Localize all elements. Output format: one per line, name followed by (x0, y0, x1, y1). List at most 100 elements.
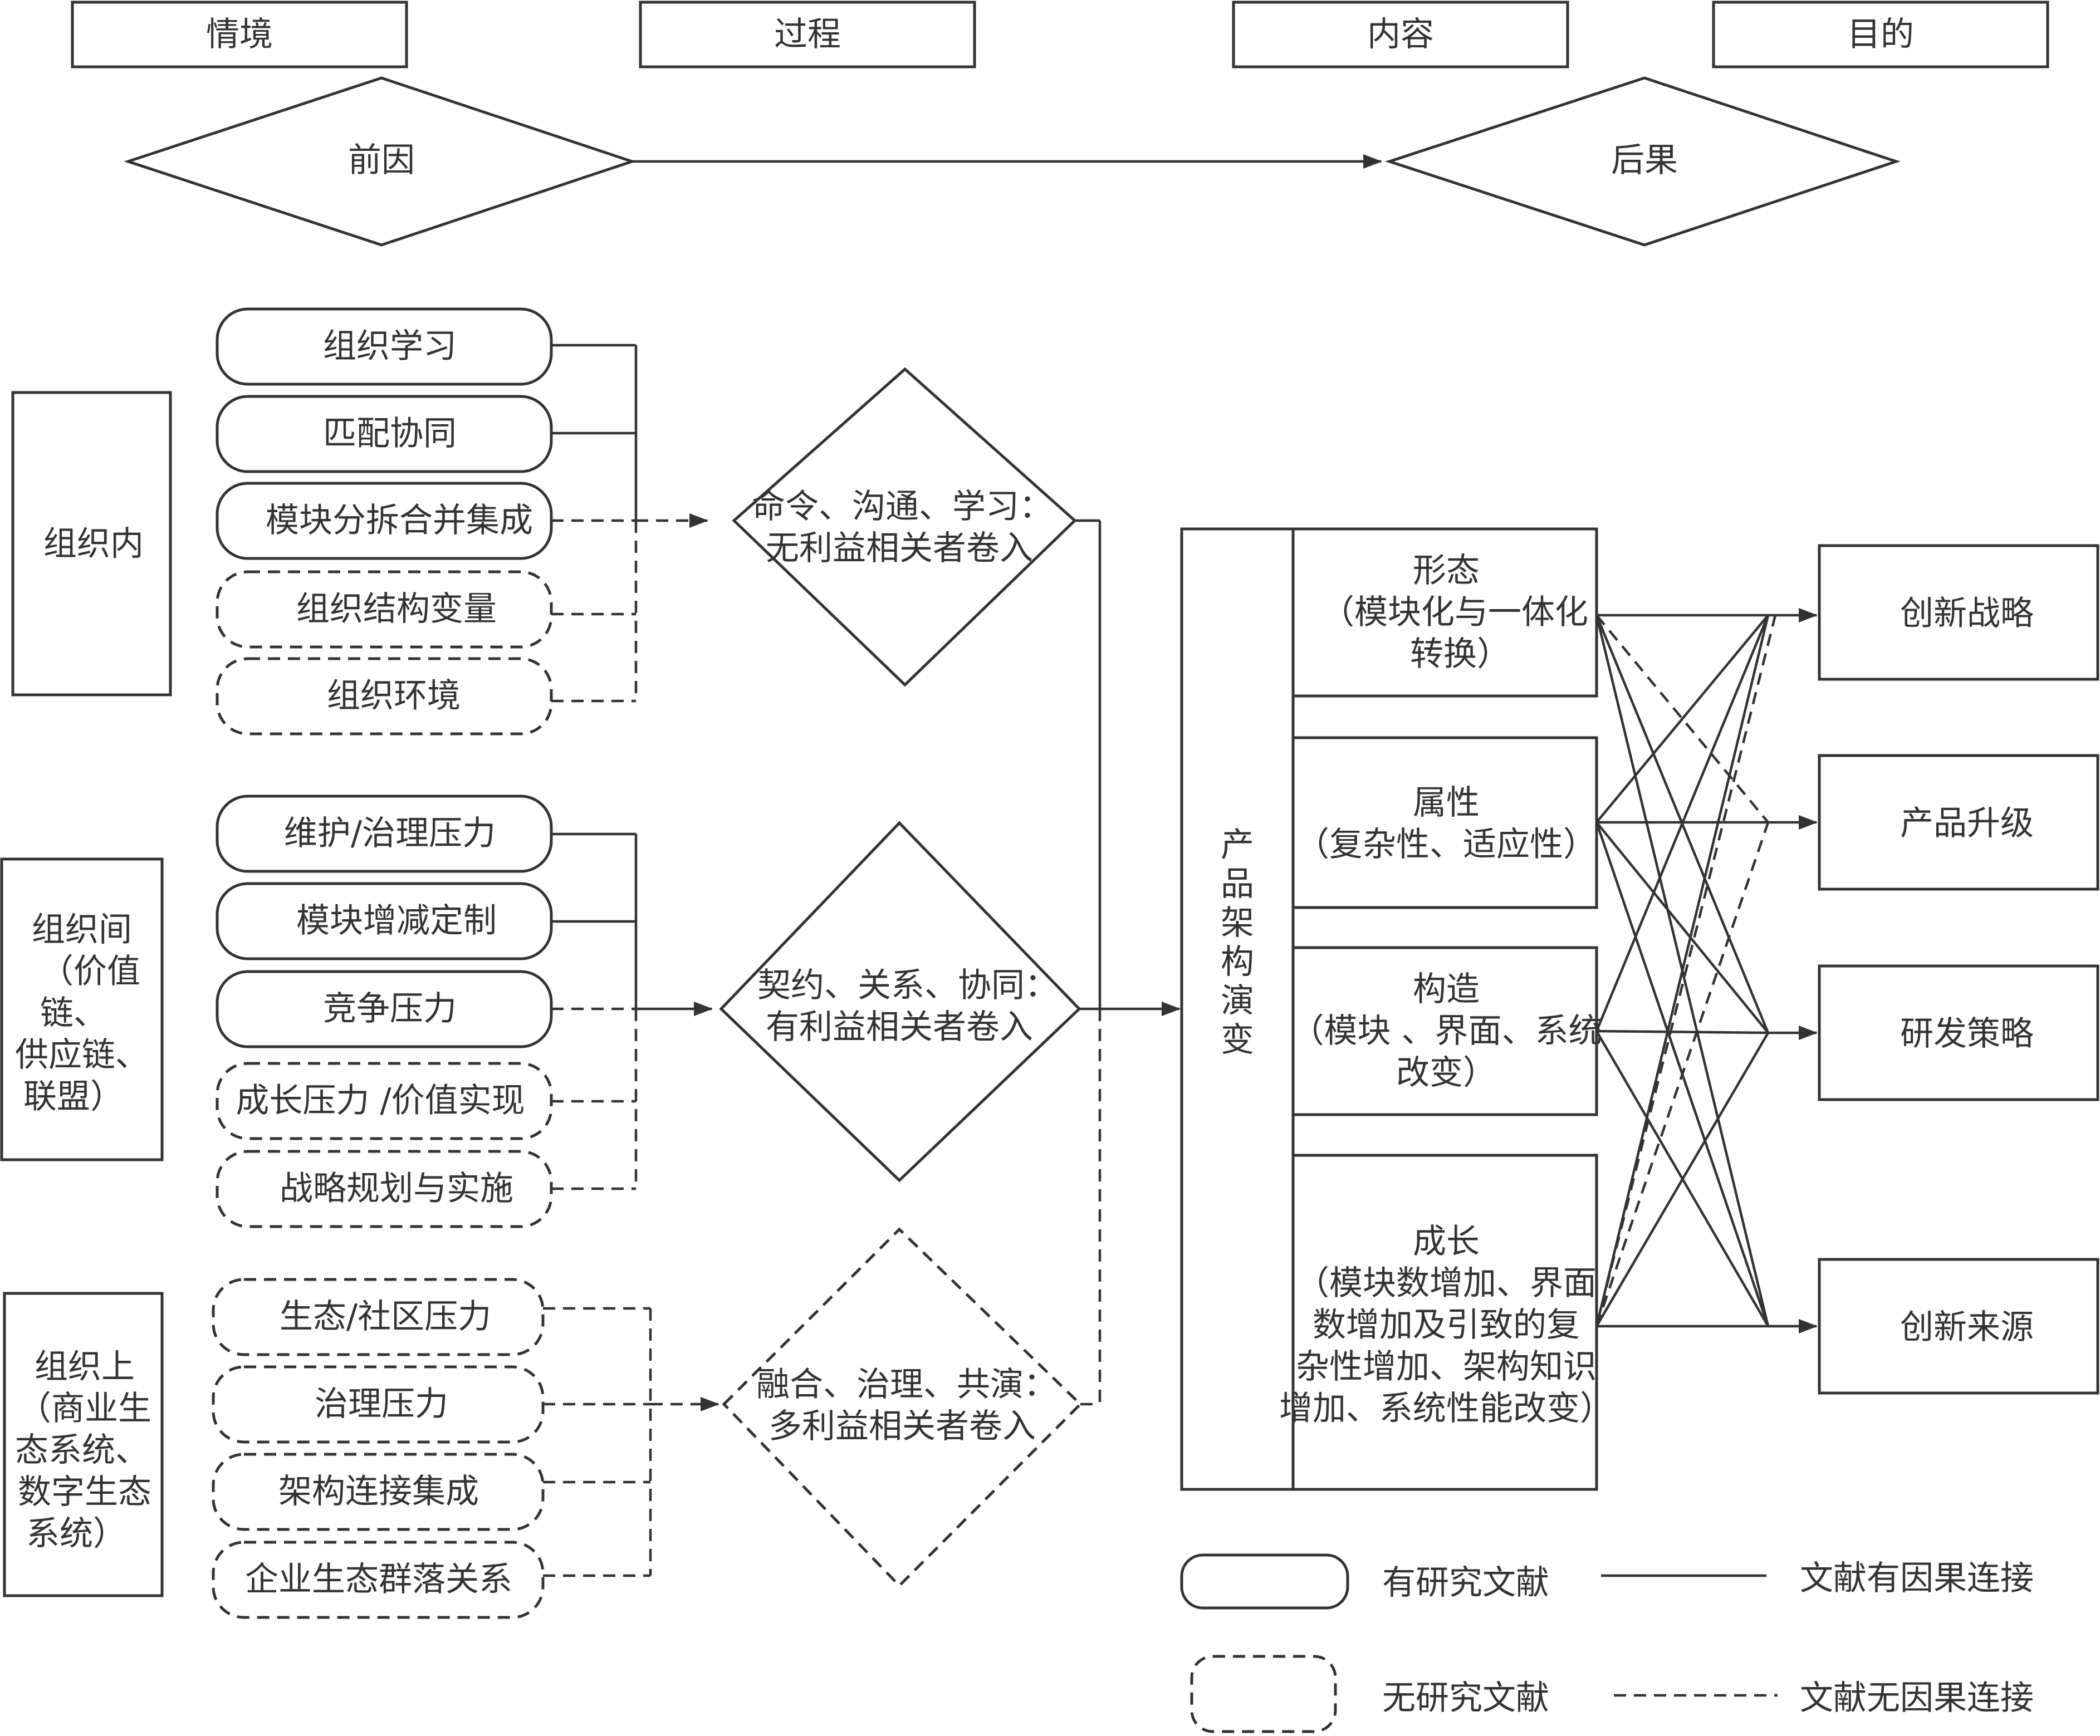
antecedents-intra: 组织学习 匹配协同 模块分拆合并集成 组织结构变量 组织环境 (216, 307, 553, 735)
antecedent-pill-label: 治理压力 (315, 1385, 448, 1424)
legend-causal-label: 文献有因果连接 (1800, 1559, 2034, 1598)
evolution-char: 品 (1221, 865, 1254, 904)
content-box: 构造 （模块 、界面、系统 改变） (1290, 946, 1602, 1116)
connectors-supra (543, 1307, 719, 1577)
level-supra-line-3: 数字生态 (18, 1473, 151, 1512)
antecedent-pill-label: 组织环境 (327, 676, 461, 715)
header-process-label: 过程 (774, 15, 841, 54)
connectors-intra (551, 344, 708, 703)
evolution-char: 产 (1221, 826, 1254, 865)
antecedent-pill: 匹配协同 (216, 395, 553, 473)
outcome-box: 创新来源 (1818, 1258, 2099, 1395)
evolution-char: 演 (1221, 982, 1254, 1021)
level-supra-line-1: （商业生 (18, 1389, 151, 1428)
antecedent-diamond: 前因 (124, 76, 637, 247)
content-line: 数增加及引致的复 (1313, 1306, 1580, 1345)
legend-not-studied-label: 无研究文献 (1382, 1679, 1549, 1718)
antecedent-pill: 架构连接集成 (212, 1453, 545, 1531)
legend: 有研究文献 文献有因果连接 无研究文献 文献无因果连接 (1180, 1553, 2034, 1733)
header-situation-label: 情境 (206, 15, 273, 54)
antecedent-pill-label: 维护/治理压力 (284, 814, 496, 853)
antecedent-pill-label: 组织学习 (323, 327, 457, 366)
header-process: 过程 (639, 1, 976, 68)
evolution-char: 构 (1221, 943, 1254, 982)
antecedent-pill-label: 生态/社区压力 (280, 1297, 491, 1336)
level-supra-line-0: 组织上 (35, 1347, 135, 1386)
antecedent-pill-label: 匹配协同 (323, 414, 457, 453)
level-inter-line-4: 联盟） (23, 1077, 124, 1116)
legend-not-studied-symbol (1190, 1655, 1337, 1733)
legend-studied-label: 有研究文献 (1382, 1563, 1549, 1602)
consequence-label: 后果 (1611, 141, 1678, 180)
antecedent-pill: 组织结构变量 (216, 570, 553, 649)
antecedent-pill: 模块增减定制 (216, 882, 553, 960)
level-inter-line-1: （价值 (40, 952, 140, 991)
level-inter-line-2: 链、 (40, 994, 107, 1033)
content-line: （复杂性、适应性） (1296, 825, 1597, 864)
level-supra-line-2: 态系统、 (15, 1431, 149, 1470)
outcome-box: 研发策略 (1818, 964, 2099, 1101)
content-line: 形态 (1413, 551, 1480, 590)
antecedent-pill: 企业生态群落关系 (212, 1541, 545, 1619)
antecedent-pill: 维护/治理压力 (216, 795, 553, 873)
content-line: 杂性增加、架构知识 (1296, 1347, 1597, 1386)
outcome-label: 研发策略 (1900, 1014, 2034, 1053)
antecedent-pill-label: 模块分拆合并集成 (266, 501, 533, 540)
header-purpose: 目的 (1712, 1, 2049, 68)
content-line: （模块化与一体化 (1321, 593, 1588, 632)
antecedent-pill: 生态/社区压力 (212, 1278, 545, 1356)
antecedent-pill: 组织环境 (216, 657, 553, 735)
level-intra-line-0: 组织内 (43, 524, 144, 563)
process-diamond: 契约、关系、协同： 有利益相关者卷入 (719, 821, 1081, 1183)
process-line: 契约、关系、协同： (757, 966, 1058, 1005)
antecedents-inter: 维护/治理压力 模块增减定制 竞争压力 成长压力 /价值实现 战略规划与实施 (216, 795, 553, 1228)
outcome-label: 创新战略 (1900, 594, 2034, 633)
content-line: 转换） (1410, 635, 1510, 674)
antecedent-pill: 战略规划与实施 (216, 1150, 553, 1228)
connectors-process-to-content (1075, 519, 1181, 1406)
level-intra-org: 组织内 (11, 391, 172, 697)
content-box: 属性 （复杂性、适应性） (1291, 736, 1598, 909)
level-supra-org: 组织上 （商业生 态系统、 数字生态 系统） (3, 1292, 164, 1597)
content-box: 成长 （模块数增加、界面 数增加及引致的复 杂性增加、架构知识 增加、系统性能改… (1279, 1154, 1613, 1491)
level-inter-line-3: 供应链、 (15, 1036, 149, 1075)
antecedent-pill-label: 成长压力 /价值实现 (236, 1081, 525, 1120)
antecedent-pill: 组织学习 (216, 307, 553, 386)
consequence-diamond: 后果 (1384, 76, 1901, 247)
content-line: （模块数增加、界面 (1296, 1264, 1597, 1303)
process-line: 多利益相关者卷入 (768, 1407, 1036, 1446)
process-line: 有利益相关者卷入 (766, 1008, 1033, 1047)
antecedents-supra: 生态/社区压力 治理压力 架构连接集成 企业生态群落关系 (212, 1278, 545, 1619)
content-line: 构造 (1413, 970, 1480, 1009)
legend-studied-symbol (1180, 1553, 1349, 1610)
outcome-label: 创新来源 (1900, 1308, 2034, 1347)
outcome-box: 产品升级 (1818, 754, 2099, 891)
antecedent-pill-label: 竞争压力 (323, 989, 457, 1028)
level-inter-org: 组织间 （价值 链、 供应链、 联盟） (0, 857, 164, 1161)
architecture-evolution: 产 品 架 构 演 变 (1180, 527, 1295, 1491)
antecedent-pill: 模块分拆合并集成 (216, 482, 553, 560)
process-diamond: 融合、治理、共演： 多利益相关者卷入 (722, 1227, 1083, 1588)
evolution-char: 架 (1221, 904, 1254, 943)
legend-no-causal-label: 文献无因果连接 (1800, 1679, 2034, 1718)
antecedent-pill-label: 架构连接集成 (278, 1472, 479, 1511)
process-line: 命令、沟通、学习： (752, 487, 1053, 526)
outcome-box: 创新战略 (1818, 544, 2099, 681)
content-line: 成长 (1413, 1222, 1480, 1261)
content-line: 增加、系统性能改变） (1279, 1389, 1613, 1428)
header-situation: 情境 (71, 1, 408, 68)
content-line: 属性 (1413, 783, 1480, 822)
evolution-char: 变 (1221, 1021, 1254, 1060)
content-box: 形态 （模块化与一体化 转换） (1291, 527, 1598, 698)
content-line: 改变） (1396, 1053, 1496, 1092)
process-line: 融合、治理、共演： (756, 1365, 1057, 1404)
antecedent-pill-label: 战略规划与实施 (280, 1169, 513, 1208)
antecedent-pill-label: 组织结构变量 (296, 590, 497, 629)
process-line: 无利益相关者卷入 (766, 529, 1033, 568)
connectors-inter (551, 832, 713, 1190)
level-inter-line-0: 组织间 (32, 910, 132, 949)
antecedent-pill: 成长压力 /价值实现 (216, 1062, 553, 1140)
header-content-label: 内容 (1367, 15, 1434, 54)
process-diamond: 命令、沟通、学习： 无利益相关者卷入 (732, 367, 1077, 687)
